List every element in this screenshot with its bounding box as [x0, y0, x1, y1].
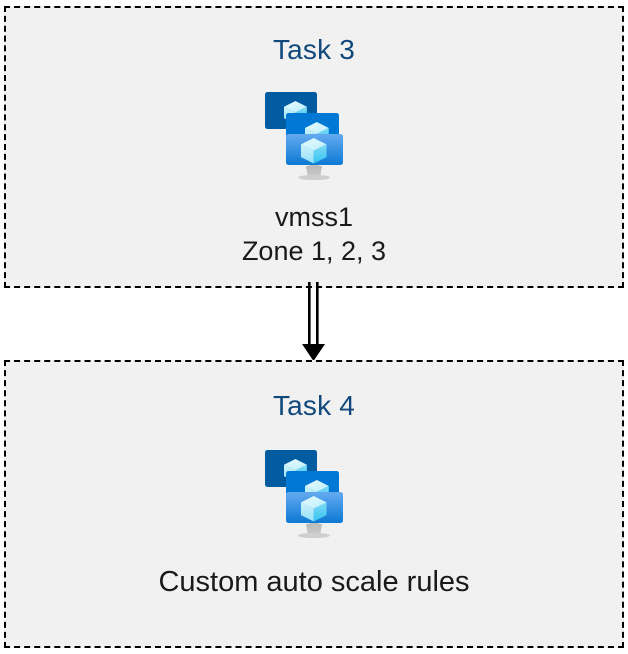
- task-box-task-3: Task 3: [4, 6, 624, 288]
- vmss-zone-label: Zone 1, 2, 3: [241, 236, 387, 267]
- double-line-arrow-down-icon: [294, 282, 334, 364]
- task-3-labels: vmss1 Zone 1, 2, 3: [242, 200, 386, 268]
- vmss-name-label: vmss1: [274, 202, 353, 232]
- azure-vm-scale-set-icon: [263, 446, 365, 538]
- task-3-title: Task 3: [272, 34, 356, 65]
- task-4-title: Task 4: [272, 390, 356, 421]
- task-4-labels: Custom auto scale rules: [158, 564, 469, 601]
- task-box-task-4: Task 4: [4, 360, 624, 648]
- auto-scale-rules-label: Custom auto scale rules: [158, 566, 470, 598]
- azure-vm-scale-set-icon: [263, 88, 365, 180]
